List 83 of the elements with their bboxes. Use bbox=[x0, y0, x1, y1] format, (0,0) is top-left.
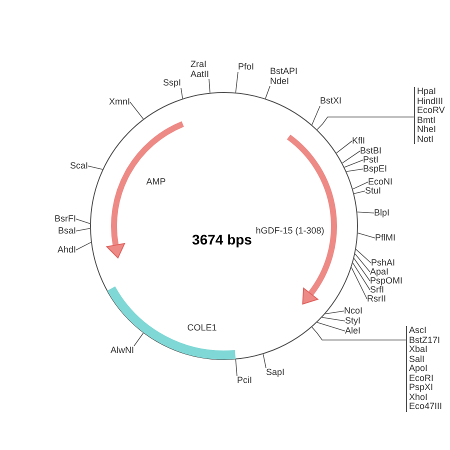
enzyme-name: ZraI bbox=[190, 60, 208, 70]
leader-line bbox=[265, 86, 270, 99]
enzyme-site-list bbox=[406, 326, 442, 412]
enzyme-name: XbaI bbox=[409, 345, 429, 354]
enzyme-name: RsrII bbox=[367, 294, 386, 304]
enzyme-name: ScaI bbox=[70, 161, 88, 171]
enzyme-name: BstZ17I bbox=[409, 336, 442, 345]
enzyme-name: BmtI bbox=[417, 116, 437, 125]
plasmid-size-label: 3674 bps bbox=[192, 230, 252, 250]
leader-line bbox=[312, 326, 406, 340]
enzyme-site-list bbox=[414, 87, 445, 144]
enzyme-name: NcoI bbox=[344, 306, 363, 316]
leader-line bbox=[352, 262, 370, 290]
enzyme-name: ApaI bbox=[370, 267, 389, 277]
leader-line bbox=[324, 310, 344, 314]
enzyme-name: PstI bbox=[363, 155, 379, 165]
leader-line bbox=[235, 72, 238, 93]
enzyme-name: PciI bbox=[237, 376, 252, 386]
enzyme-name: BsaI bbox=[58, 226, 76, 236]
leader-line bbox=[316, 116, 414, 130]
leader-line bbox=[354, 258, 370, 282]
enzyme-name: NotI bbox=[417, 134, 435, 144]
leader-line bbox=[312, 106, 320, 126]
leader-line bbox=[180, 88, 183, 99]
leader-line bbox=[76, 218, 90, 224]
enzyme-name: HindIII bbox=[417, 96, 444, 106]
enzyme-name: XhoI bbox=[409, 392, 428, 402]
enzyme-name: StuI bbox=[365, 186, 382, 196]
leader-line bbox=[351, 267, 368, 300]
origin-label: COLE1 bbox=[187, 321, 217, 334]
leader-line bbox=[346, 168, 364, 172]
enzyme-name: PflMI bbox=[375, 233, 396, 243]
leader-line bbox=[130, 102, 144, 120]
leader-line bbox=[88, 166, 103, 170]
leader-line bbox=[356, 212, 374, 214]
enzyme-name: AscI bbox=[409, 326, 428, 336]
enzyme-name: EcoRV bbox=[417, 106, 445, 116]
enzyme-name: AhdI bbox=[57, 245, 76, 255]
leader-line bbox=[76, 228, 90, 232]
gene-label: hGDF-15 (1-308) bbox=[256, 224, 324, 238]
enzyme-name: Eco47III bbox=[409, 402, 442, 412]
enzyme-name: KflI bbox=[352, 136, 366, 146]
enzyme-name: BlpI bbox=[374, 208, 390, 218]
enzyme-name: XmnI bbox=[108, 97, 130, 107]
enzyme-name: BstBI bbox=[360, 146, 382, 156]
enzyme-name: EcoNI bbox=[368, 177, 393, 187]
leader-line bbox=[134, 332, 144, 346]
enzyme-name: PspOMI bbox=[370, 276, 403, 286]
enzyme-name: NdeI bbox=[270, 76, 290, 86]
leader-line bbox=[357, 232, 376, 238]
enzyme-name: SalI bbox=[409, 354, 426, 364]
leader-line bbox=[356, 248, 372, 264]
enzyme-name: BsrFI bbox=[54, 214, 76, 224]
enzyme-name: EcoRI bbox=[409, 374, 435, 383]
leader-line bbox=[344, 160, 364, 168]
leader-line bbox=[354, 253, 370, 272]
enzyme-name: AatII bbox=[190, 70, 209, 79]
enzyme-name: AlwNI bbox=[110, 346, 134, 356]
leader-line bbox=[235, 359, 238, 376]
enzyme-name: StyI bbox=[345, 316, 361, 326]
leader-line bbox=[316, 322, 346, 332]
enzyme-name: PshAI bbox=[371, 258, 396, 268]
enzyme-name: BstXI bbox=[320, 96, 342, 106]
leader-line bbox=[336, 140, 352, 154]
enzyme-name: BspEI bbox=[363, 164, 388, 174]
gene-label: AMP bbox=[146, 175, 166, 188]
leader-line bbox=[342, 150, 360, 164]
leader-line bbox=[354, 190, 366, 194]
enzyme-name: PfoI bbox=[238, 62, 254, 72]
leader-line bbox=[262, 354, 266, 368]
enzyme-name: PspXI bbox=[409, 383, 434, 392]
enzyme-name: NheI bbox=[417, 125, 438, 134]
enzyme-name: SrfI bbox=[370, 285, 384, 295]
enzyme-name: ApoI bbox=[409, 364, 429, 374]
leader-line bbox=[76, 242, 92, 250]
enzyme-name: AleI bbox=[345, 326, 361, 336]
enzyme-name: BstAPI bbox=[270, 67, 298, 76]
enzyme-name: SspI bbox=[162, 78, 181, 88]
enzyme-name: SapI bbox=[266, 368, 285, 378]
leader-line bbox=[208, 78, 210, 94]
enzyme-name: HpaI bbox=[417, 87, 438, 96]
leader-line bbox=[322, 317, 346, 322]
leader-line bbox=[352, 182, 368, 190]
